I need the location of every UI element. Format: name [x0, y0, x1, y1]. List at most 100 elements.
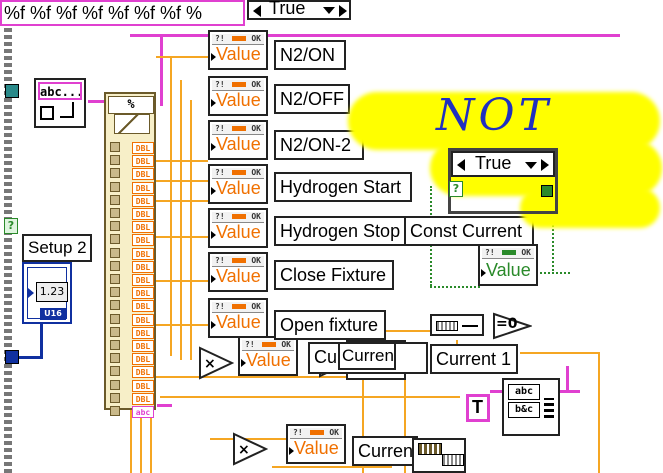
input-arrow-icon: [211, 275, 216, 283]
label-const-current: Const Current: [404, 216, 534, 246]
yellow-case-selector[interactable]: True: [451, 151, 555, 177]
property-value-label: Value: [216, 312, 261, 332]
input-arrow-icon: [211, 321, 216, 329]
cluster-element-icon: [110, 208, 120, 218]
dbl-wire: [384, 330, 430, 332]
error-indicator: ?!: [293, 428, 303, 437]
cluster-element-icon: [110, 221, 120, 232]
const-current-value-node[interactable]: ?!OK Value: [478, 244, 538, 286]
string-constant-text: abc...: [38, 82, 82, 100]
dbl-wire: [210, 438, 290, 440]
boolean-true-constant[interactable]: T: [466, 394, 490, 422]
cluster-element[interactable]: DBL: [132, 168, 154, 181]
ok-indicator: OK: [251, 80, 261, 89]
format-text-2: b&c: [508, 402, 540, 418]
top-case-selector[interactable]: True: [247, 0, 351, 20]
cluster-element[interactable]: DBL: [132, 260, 154, 273]
ok-indicator: OK: [251, 34, 261, 43]
cluster-element-icon: [110, 247, 120, 258]
increment-arrow-icon[interactable]: [541, 159, 549, 171]
structure-border: [4, 0, 12, 473]
format-into-string-node[interactable]: abc b&c: [502, 378, 560, 436]
dbl-wire: [156, 200, 208, 202]
int-wire: [10, 356, 40, 359]
increment-arrow-icon[interactable]: [339, 5, 347, 17]
ok-indicator: OK: [251, 212, 261, 221]
svg-text:×: ×: [204, 356, 216, 372]
cluster-element[interactable]: DBL: [132, 194, 154, 207]
property-bar-icon: [232, 126, 246, 131]
multiply-icon: ×: [233, 432, 269, 466]
string-constant-node[interactable]: abc...: [34, 78, 86, 128]
property-bar-icon: [310, 430, 324, 435]
string-wire: [88, 100, 108, 103]
label-current-partial: Curren: [352, 436, 418, 466]
cluster-element[interactable]: DBL: [132, 340, 154, 352]
cluster-element[interactable]: DBL: [132, 181, 154, 194]
cluster-element[interactable]: abc: [132, 406, 154, 418]
output-arrow-icon: [28, 288, 34, 298]
cluster-element[interactable]: DBL: [132, 247, 154, 260]
input-arrow-icon: [241, 359, 246, 367]
decrement-arrow-icon[interactable]: [457, 159, 465, 171]
cluster-element[interactable]: DBL: [132, 300, 154, 313]
cluster-element[interactable]: DBL: [132, 142, 154, 154]
case-structure-not[interactable]: True ?: [448, 148, 558, 214]
cluster-element-icon: [110, 260, 120, 271]
dropdown-arrow-icon[interactable]: [525, 162, 537, 169]
cluster-header-text: %: [127, 97, 135, 111]
cluster-element[interactable]: DBL: [132, 313, 154, 326]
multiply-node[interactable]: ×: [198, 346, 235, 380]
label-open-fixture: Open fixture: [274, 310, 386, 340]
ok-indicator: OK: [281, 340, 291, 349]
arrow-icon: [60, 102, 74, 118]
equals-zero-node[interactable]: =0: [492, 312, 534, 340]
tunnel-terminal: [5, 84, 19, 98]
multiply-node[interactable]: ×: [232, 432, 269, 466]
cluster-element[interactable]: DBL: [132, 366, 154, 379]
dbl-wire: [156, 376, 406, 378]
format-string-constant[interactable]: %f %f %f %f %f %f %f %: [0, 0, 245, 26]
cluster-element-icon: [110, 142, 120, 152]
cluster-element[interactable]: DBL: [132, 274, 154, 286]
dbl-wire: [156, 280, 208, 282]
dropdown-arrow-icon[interactable]: [323, 7, 335, 14]
cluster-element[interactable]: DBL: [132, 353, 154, 366]
decrement-arrow-icon[interactable]: [253, 5, 261, 17]
unbundle-small-node[interactable]: [412, 438, 466, 473]
input-arrow-icon: [211, 99, 216, 107]
dbl-wire: [156, 160, 208, 162]
cluster-element[interactable]: DBL: [132, 379, 154, 392]
bool-wire: [430, 286, 480, 288]
cluster-element[interactable]: DBL: [132, 234, 154, 247]
setup-2-label: Setup 2: [22, 234, 92, 262]
cluster-element[interactable]: DBL: [132, 287, 154, 300]
cluster-element[interactable]: DBL: [132, 221, 154, 234]
cluster-element-icon: [110, 155, 120, 166]
cluster-element-icon: [110, 366, 120, 377]
cluster-element[interactable]: DBL: [132, 392, 154, 405]
cluster-element[interactable]: DBL: [132, 326, 154, 339]
error-indicator: ?!: [215, 212, 225, 221]
setup-2-numeric-control[interactable]: 1.23 U16: [22, 262, 72, 324]
dbl-wire: [190, 100, 192, 360]
cluster-element-icon: [110, 406, 120, 416]
format-string-text: %f %f %f %f %f %f %f %: [4, 3, 203, 23]
range-node[interactable]: [430, 314, 484, 336]
cluster-element[interactable]: DBL: [132, 208, 154, 220]
cluster-element[interactable]: DBL: [132, 155, 154, 168]
dbl-wire: [520, 352, 600, 354]
bool-wire: [540, 272, 570, 274]
cluster-element-icon: [110, 313, 120, 324]
input-arrow-icon: [289, 447, 294, 455]
